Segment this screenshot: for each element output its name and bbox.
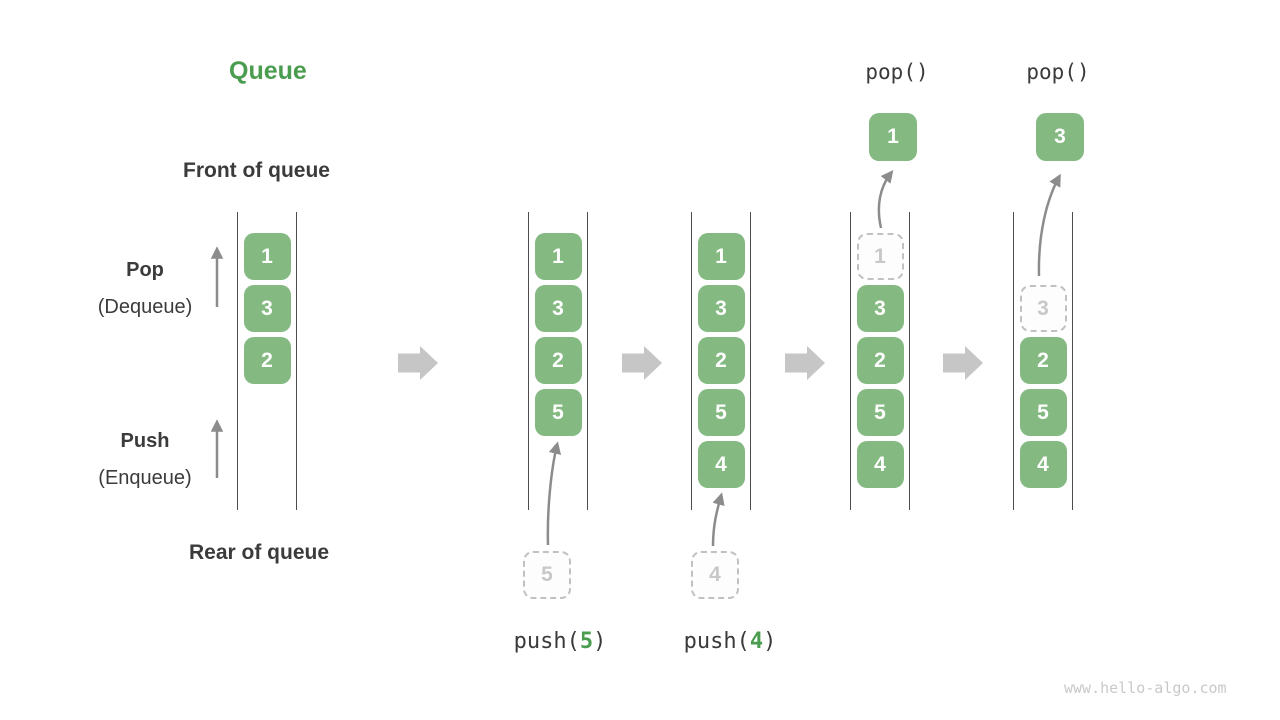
queue-item: 1 xyxy=(534,233,582,280)
queue-column-5: 3 2 5 4 xyxy=(1013,212,1073,510)
dequeue-sublabel: (Dequeue) xyxy=(97,296,193,318)
step-arrow-1-icon xyxy=(398,346,438,380)
pending-item: 4 xyxy=(691,551,739,599)
push-call-fn: push( xyxy=(683,629,750,654)
push-call-arg: 4 xyxy=(749,629,764,654)
queue-item: 5 xyxy=(1019,389,1067,436)
push-call-label-2: push(4) xyxy=(655,629,805,654)
queue-column-1: 1 3 2 xyxy=(237,212,297,510)
pending-item: 5 xyxy=(523,551,571,599)
push-label-text: Push xyxy=(120,430,170,452)
queue-item: 3 xyxy=(243,285,291,332)
queue-item-ghost: 3 xyxy=(1019,285,1067,332)
queue-column-3: 1 3 2 5 4 xyxy=(691,212,751,510)
push-call-label-1: push(5) xyxy=(485,629,635,654)
queue-item: 1 xyxy=(243,233,291,280)
push-label: Push xyxy=(80,430,210,453)
enqueue-sublabel: (Enqueue) xyxy=(98,467,192,489)
queue-item: 2 xyxy=(534,337,582,384)
pop-call-label-2: pop() xyxy=(1026,60,1090,84)
pop-call-label-1: pop() xyxy=(865,60,929,84)
queue-item: 5 xyxy=(534,389,582,436)
queue-item: 2 xyxy=(243,337,291,384)
pop-label-text: Pop xyxy=(126,259,164,281)
popped-item: 1 xyxy=(869,113,917,161)
step-arrow-2-icon xyxy=(622,346,662,380)
pop-label: Pop xyxy=(80,259,210,282)
queue-item: 2 xyxy=(856,337,904,384)
step-arrow-3-icon xyxy=(785,346,825,380)
push-call-close: ) xyxy=(593,629,607,654)
queue-item: 5 xyxy=(697,389,745,436)
queue-item: 3 xyxy=(697,285,745,332)
queue-item: 4 xyxy=(856,441,904,488)
rear-of-queue-label: Rear of queue xyxy=(189,541,330,564)
push-call-close: ) xyxy=(763,629,777,654)
queue-item: 5 xyxy=(856,389,904,436)
queue-column-4: 1 3 2 5 4 xyxy=(850,212,910,510)
diagram-title: Queue xyxy=(229,57,307,85)
queue-item: 4 xyxy=(1019,441,1067,488)
queue-item: 3 xyxy=(534,285,582,332)
queue-column-2: 1 3 2 5 xyxy=(528,212,588,510)
queue-item-ghost: 1 xyxy=(856,233,904,280)
step-arrow-4-icon xyxy=(943,346,983,380)
front-of-queue-label: Front of queue xyxy=(183,159,330,182)
queue-item: 3 xyxy=(856,285,904,332)
queue-item: 1 xyxy=(697,233,745,280)
queue-item: 2 xyxy=(1019,337,1067,384)
watermark: www.hello-algo.com xyxy=(1064,679,1227,697)
queue-item: 4 xyxy=(697,441,745,488)
queue-item: 2 xyxy=(697,337,745,384)
push-call-arg: 5 xyxy=(579,629,594,654)
popped-item: 3 xyxy=(1036,113,1084,161)
push-call-fn: push( xyxy=(513,629,580,654)
